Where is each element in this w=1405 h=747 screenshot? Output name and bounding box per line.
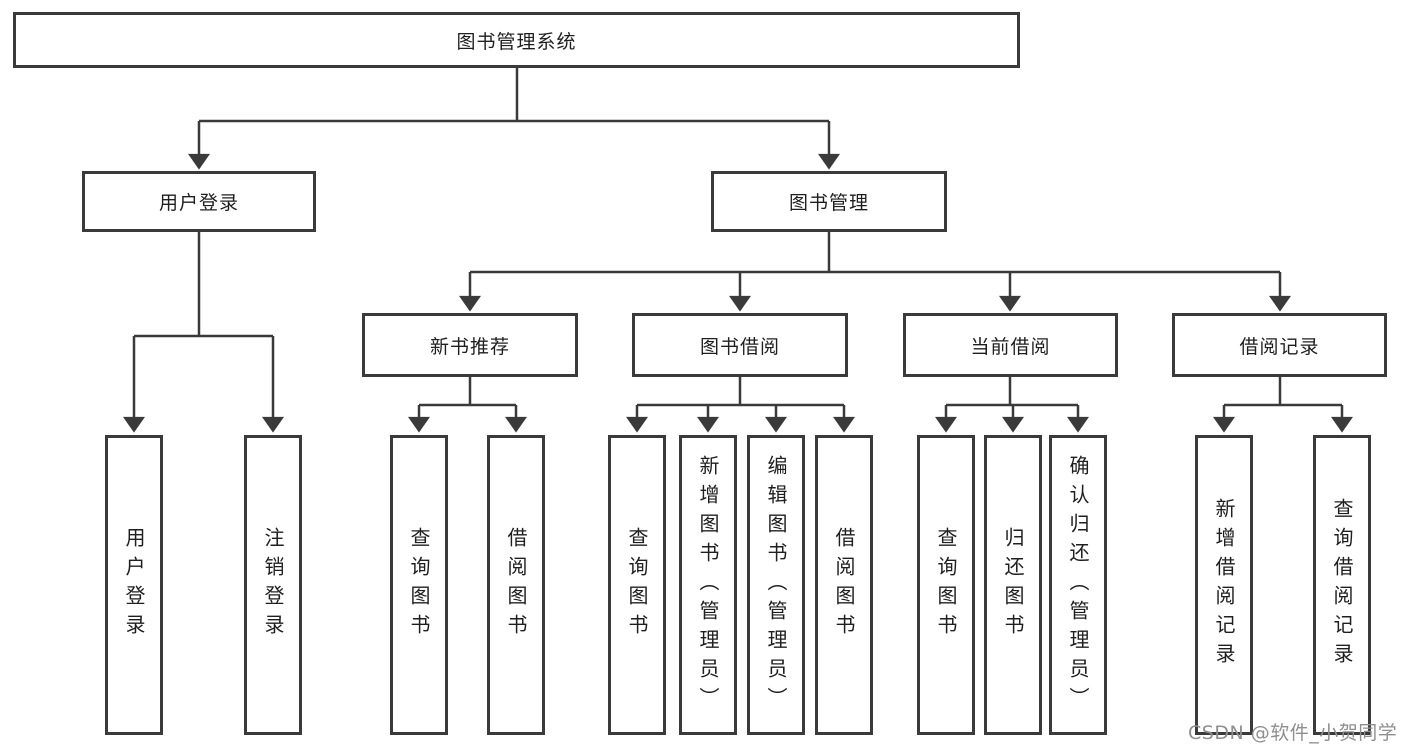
node-book-borrow-label: 图书借阅 [699, 335, 780, 358]
node-leaf-borrow-books-borrow: 借阅图书 [815, 435, 873, 735]
node-root: 图书管理系统 [13, 12, 1020, 68]
node-new-book-recommend: 新书推荐 [362, 313, 578, 377]
node-leaf-query-books-current-label: 查询图书 [934, 527, 958, 643]
node-leaf-edit-book-admin-label: 编辑图书（管理员） [764, 454, 788, 716]
node-leaf-query-books-borrow: 查询图书 [608, 435, 666, 735]
node-leaf-edit-book-admin: 编辑图书（管理员） [747, 435, 805, 735]
node-leaf-query-books-newbook: 查询图书 [390, 435, 448, 735]
node-leaf-add-book-admin: 新增图书（管理员） [679, 435, 737, 735]
node-leaf-add-borrow-record: 新增借阅记录 [1195, 435, 1253, 735]
node-leaf-add-borrow-record-label: 新增借阅记录 [1212, 498, 1236, 672]
node-current-borrow-label: 当前借阅 [970, 335, 1051, 358]
node-leaf-confirm-return-admin: 确认归还（管理员） [1049, 435, 1107, 735]
node-leaf-user-login: 用户登录 [105, 435, 163, 735]
node-leaf-borrow-books-newbook: 借阅图书 [487, 435, 545, 735]
node-leaf-add-book-admin-label: 新增图书（管理员） [696, 454, 720, 716]
node-leaf-query-borrow-record: 查询借阅记录 [1313, 435, 1371, 735]
node-root-label: 图书管理系统 [456, 30, 577, 53]
node-leaf-return-books: 归还图书 [984, 435, 1042, 735]
node-leaf-borrow-books-newbook-label: 借阅图书 [504, 527, 528, 643]
node-new-book-recommend-label: 新书推荐 [429, 335, 510, 358]
node-borrow-records: 借阅记录 [1172, 313, 1387, 377]
node-leaf-query-books-newbook-label: 查询图书 [407, 527, 431, 643]
node-book-management: 图书管理 [711, 171, 947, 232]
node-current-borrow: 当前借阅 [903, 313, 1118, 377]
node-user-login-label: 用户登录 [158, 192, 239, 214]
node-user-login: 用户登录 [82, 171, 316, 232]
node-borrow-records-label: 借阅记录 [1239, 335, 1320, 358]
node-leaf-logout: 注销登录 [244, 435, 302, 735]
csdn-watermark: CSDN @软件_小贺同学 [1188, 722, 1398, 744]
node-leaf-query-books-borrow-label: 查询图书 [625, 527, 649, 643]
node-leaf-user-login-label: 用户登录 [122, 527, 146, 643]
node-leaf-logout-label: 注销登录 [261, 527, 285, 643]
node-leaf-confirm-return-admin-label: 确认归还（管理员） [1066, 454, 1090, 716]
node-leaf-return-books-label: 归还图书 [1001, 527, 1025, 643]
node-leaf-query-books-current: 查询图书 [917, 435, 975, 735]
node-book-management-label: 图书管理 [788, 192, 869, 214]
node-leaf-borrow-books-borrow-label: 借阅图书 [832, 527, 856, 643]
node-leaf-query-borrow-record-label: 查询借阅记录 [1330, 498, 1354, 672]
node-book-borrow: 图书借阅 [632, 313, 848, 377]
